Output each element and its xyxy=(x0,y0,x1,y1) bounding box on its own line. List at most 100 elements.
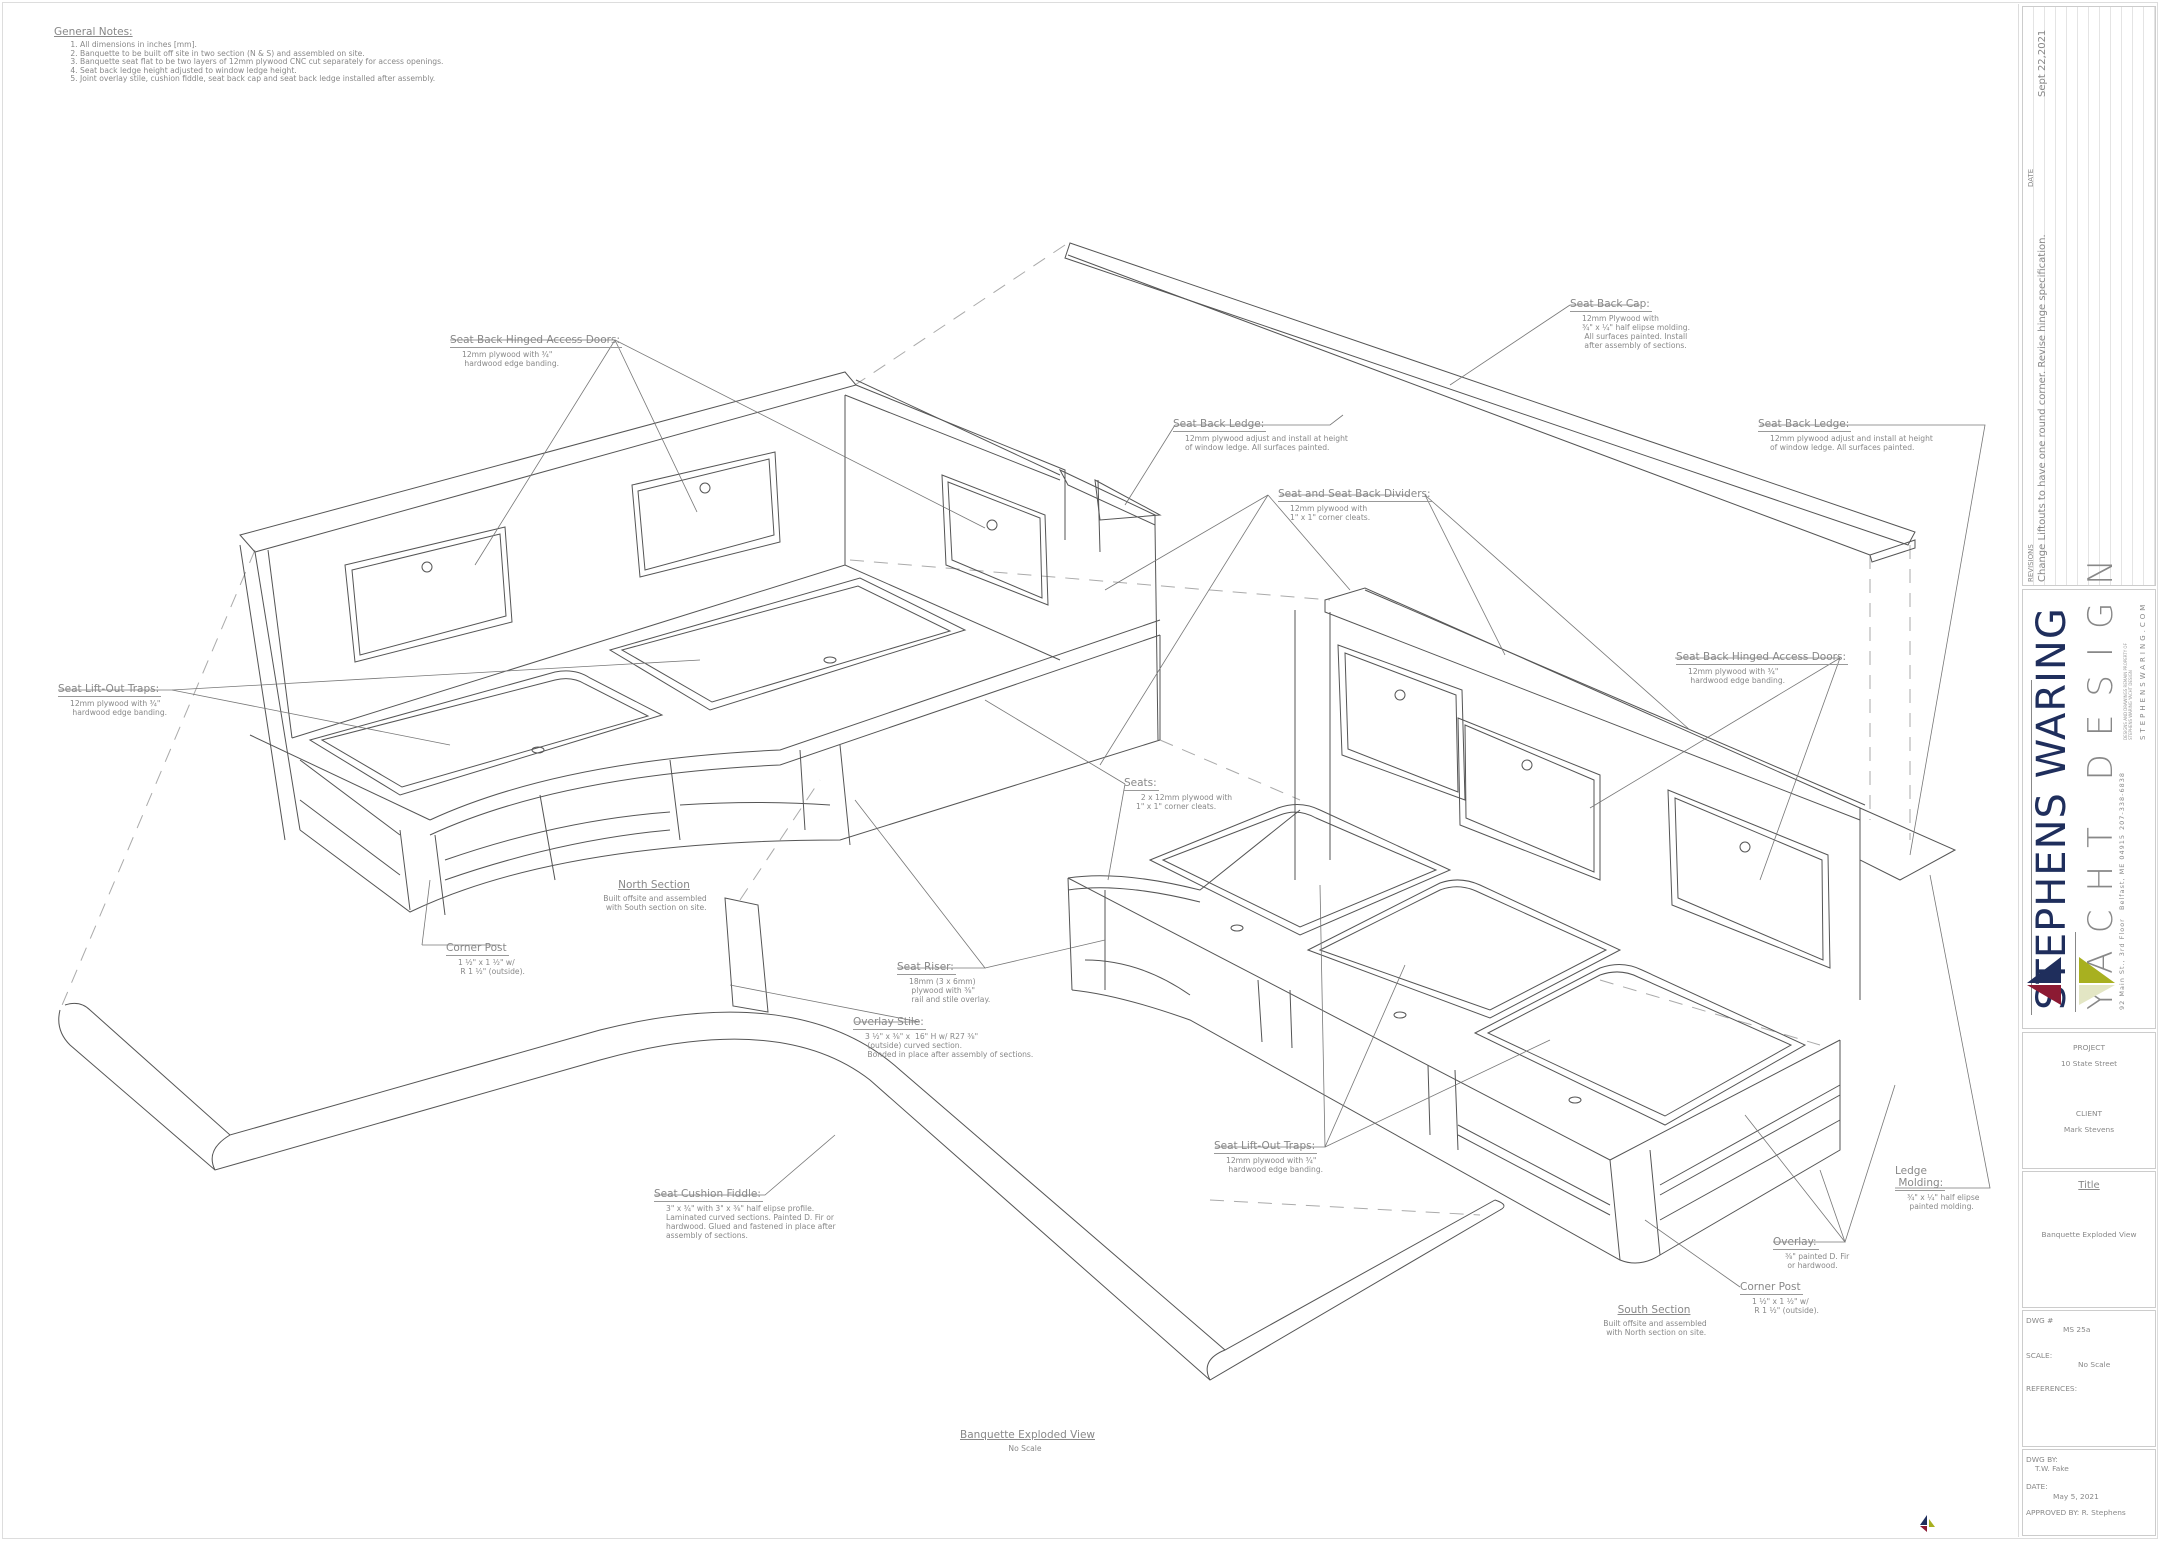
callout-north-ledge: Seat Back Ledge:12mm plywood adjust and … xyxy=(1173,412,1348,452)
callout-body: 12mm plywood with 1" x 1" corner cleats. xyxy=(1290,504,1371,522)
north-door-1 xyxy=(344,526,513,663)
title-box: Title Banquette Exploded View xyxy=(2022,1171,2156,1308)
revision-text: Change Liftouts to have one round corner… xyxy=(2037,234,2048,582)
callout-seats: Seats: 2 x 12mm plywood with 1" x 1" cor… xyxy=(1124,771,1232,811)
north-trap-1 xyxy=(308,670,664,796)
callout-body: 3" x ¾" with 3" x ⅜" half elipse profile… xyxy=(666,1204,836,1240)
south-door-3 xyxy=(1667,789,1831,969)
logo-website: STEPHENSWARING.COM xyxy=(2139,601,2147,740)
callout-title: Seat Lift-Out Traps: xyxy=(58,683,162,697)
callout-body: 1 ½" x 1 ½" w/ R 1 ½" (outside). xyxy=(458,958,525,976)
callout-overlay: Overlay: ⅜" painted D. Fir or hardwood. xyxy=(1773,1230,1849,1270)
callout-seat-riser: Seat Riser:18mm (3 x 6mm) plywood with ⅜… xyxy=(897,955,990,1004)
revisions-label: REVISIONS xyxy=(2027,544,2035,582)
references-label: REFERENCES: xyxy=(2026,1384,2078,1393)
north-door-2 xyxy=(631,451,781,578)
callout-title: Seat Cushion Fiddle: xyxy=(654,1188,763,1202)
logo-tagline: YACHT DESIGN xyxy=(2081,541,2121,1010)
callout-body: 12mm plywood with ¾" hardwood edge bandi… xyxy=(1226,1156,1324,1174)
logo-name: STEPHENS WARING xyxy=(2029,607,2075,1010)
callout-body: 1 ½" x 1 ½" w/ R 1 ½" (outside). xyxy=(1752,1297,1819,1315)
callout-title: Seat Back Hinged Access Doors: xyxy=(450,334,622,348)
logo-rights: DESIGNS AND DRAWINGS REMAIN PROPERTY OF … xyxy=(2123,643,2133,740)
callout-title: Seat and Seat Back Dividers: xyxy=(1278,488,1433,502)
leader-lines xyxy=(58,304,1991,1288)
north-section xyxy=(239,371,1162,916)
note-item: Banquette seat flat to be two layers of … xyxy=(80,58,443,67)
callout-north-corner-post: Corner Post 1 ½" x 1 ½" w/ R 1 ½" (outsid… xyxy=(446,936,525,976)
callout-body: 12mm Plywood with ¾" x ¼" half elipse mo… xyxy=(1582,314,1690,350)
client-label: CLIENT xyxy=(2075,1109,2103,1118)
callout-title: Ledge Molding: xyxy=(1895,1165,1946,1191)
seat-cushion-fiddle xyxy=(58,1002,1505,1381)
south-section xyxy=(1067,587,1957,1264)
south-trap-3 xyxy=(1473,964,1807,1126)
drawn-by-value: T.W. Fake xyxy=(2035,1464,2069,1473)
callout-title: Seat Back Cap: xyxy=(1570,298,1652,312)
note-item: All dimensions in inches [mm]. xyxy=(80,40,443,50)
callout-title: Overlay: xyxy=(1773,1236,1819,1250)
south-trap-1 xyxy=(1148,804,1452,936)
callout-body: 12mm plywood with ¾" hardwood edge bandi… xyxy=(462,350,560,368)
callout-seat-back-cap: Seat Back Cap: 12mm Plywood with ¾" x ¼" … xyxy=(1570,292,1690,350)
approved-label: APPROVED BY: xyxy=(2026,1508,2080,1517)
note-item: Joint overlay stile, cushion fiddle, sea… xyxy=(80,75,443,84)
callout-body: 18mm (3 x 6mm) plywood with ⅜" rail and … xyxy=(909,977,991,1004)
note-item: Banquette to be built off site in two se… xyxy=(80,49,443,59)
section-title: North Section xyxy=(618,879,690,891)
north-door-3 xyxy=(941,474,1049,606)
callout-north-traps: Seat Lift-Out Traps: 12mm plywood with ¾"… xyxy=(58,677,167,717)
callout-overlay-stile: Overlay Stile: 3 ½" x ⅜" x 16" H w/ R27 ⅜… xyxy=(853,1010,1033,1059)
small-logo-icon xyxy=(1920,1515,1935,1532)
callout-body: 3 ½" x ⅜" x 16" H w/ R27 ⅜" (outside) cu… xyxy=(865,1032,1034,1059)
general-notes-title: General Notes: xyxy=(54,26,133,38)
callout-body: ⅜" painted D. Fir or hardwood. xyxy=(1785,1252,1850,1270)
callout-body: 2 x 12mm plywood with 1" x 1" corner cle… xyxy=(1136,793,1233,811)
callout-title: Overlay Stile: xyxy=(853,1016,926,1030)
dwg-value: MS 25a xyxy=(2063,1325,2091,1334)
callout-title: Corner Post xyxy=(446,942,509,956)
callout-title: Seat Lift-Out Traps: xyxy=(1214,1140,1318,1154)
seat-back-cap xyxy=(1064,242,1916,563)
approval-box: DWG BY: T.W. Fake DATE: May 5, 2021 APPR… xyxy=(2022,1449,2156,1536)
callout-body: 12mm plywood with ¾" hardwood edge bandi… xyxy=(1688,667,1786,685)
logo-phone: 207-338-6838 xyxy=(2118,771,2126,830)
date-label-2: DATE: xyxy=(2026,1482,2048,1491)
revision-date: Sept 22,2021 xyxy=(2037,29,2048,97)
dwg-box: DWG # MS 25a SCALE: No Scale REFERENCES: xyxy=(2022,1310,2156,1447)
title-block: REVISIONS Change Liftouts to have one ro… xyxy=(2018,4,2157,1537)
dwg-label: DWG # xyxy=(2026,1316,2054,1325)
logo-city: Belfast, ME 04915 xyxy=(2118,833,2126,910)
callout-body: 12mm plywood with ¾" hardwood edge bandi… xyxy=(70,699,168,717)
scale-label: SCALE: xyxy=(2026,1351,2053,1360)
note-item: Seat back ledge height adjusted to windo… xyxy=(80,66,443,76)
revisions-box: REVISIONS Change Liftouts to have one ro… xyxy=(2022,6,2156,586)
approved-value: R. Stephens xyxy=(2081,1508,2126,1517)
logo-sails-icon xyxy=(2027,957,2115,1005)
logo-address: 92 Main St., 3rd Floor xyxy=(2118,918,2126,1010)
south-door-2 xyxy=(1457,717,1601,881)
project-label: PROJECT xyxy=(2073,1043,2105,1052)
callout-fiddle: Seat Cushion Fiddle: 3" x ¾" with 3" x ⅜"… xyxy=(654,1182,836,1240)
section-body: Built offsite and assembled with South s… xyxy=(603,894,707,912)
callout-title: Seat Back Hinged Access Doors: xyxy=(1676,651,1848,665)
callout-dividers: Seat and Seat Back Dividers: 12mm plywood… xyxy=(1278,482,1433,522)
view-caption-scale: No Scale xyxy=(1008,1444,1042,1453)
north-trap-2 xyxy=(608,577,967,711)
client-value: Mark Stevens xyxy=(2063,1125,2115,1134)
callout-south-doors: Seat Back Hinged Access Doors: 12mm plywo… xyxy=(1676,645,1848,685)
callout-title: Seat Back Ledge: xyxy=(1758,418,1852,432)
callout-ledge-molding: Ledge Molding: ¾" x ¼" half elipse painte… xyxy=(1895,1165,1979,1211)
logo-box: STEPHENS WARING YACHT DESIGN 92 Main St.… xyxy=(2022,541,2156,1029)
callout-body: ¾" x ¼" half elipse painted molding. xyxy=(1907,1193,1980,1211)
assembly-dashed-lines xyxy=(59,244,1911,1216)
callout-body: 12mm plywood adjust and install at heigh… xyxy=(1770,434,1933,452)
project-value: 10 State Street xyxy=(2060,1059,2118,1068)
date-value: May 5, 2021 xyxy=(2053,1492,2099,1501)
callout-title: Corner Post xyxy=(1740,1281,1803,1295)
south-trap-2 xyxy=(1306,879,1622,1019)
section-title: South Section xyxy=(1617,1304,1691,1316)
